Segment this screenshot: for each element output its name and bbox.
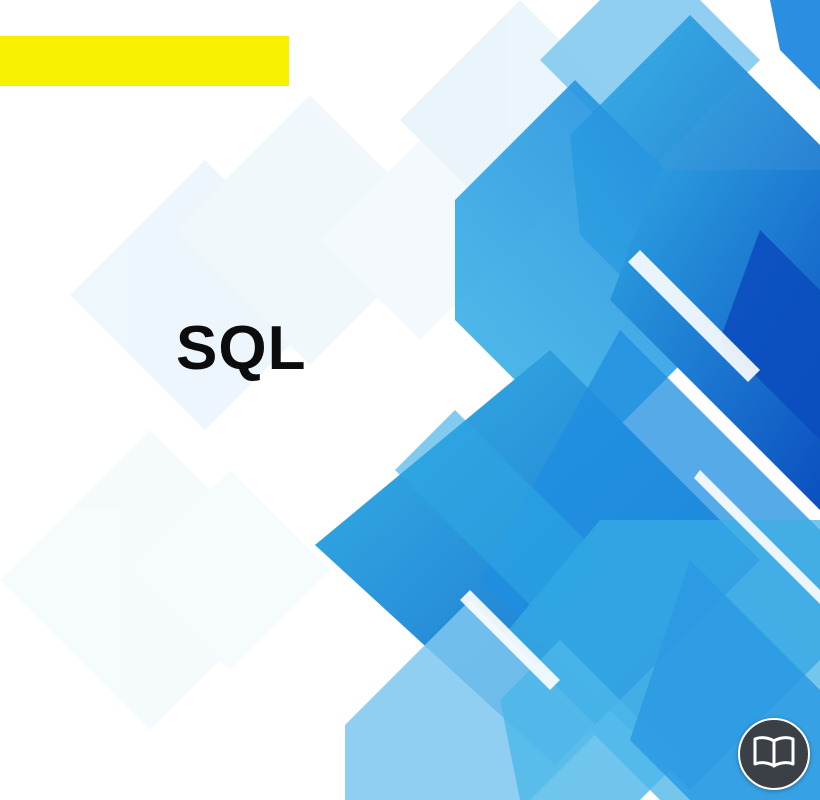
highlight-bar	[0, 36, 289, 86]
reader-mode-button[interactable]	[738, 718, 810, 790]
blue-diamonds	[315, 0, 820, 800]
slide-title: SQL	[176, 314, 307, 383]
faint-diamonds	[70, 0, 640, 430]
white-strips	[460, 250, 820, 690]
open-book-icon	[752, 735, 796, 774]
